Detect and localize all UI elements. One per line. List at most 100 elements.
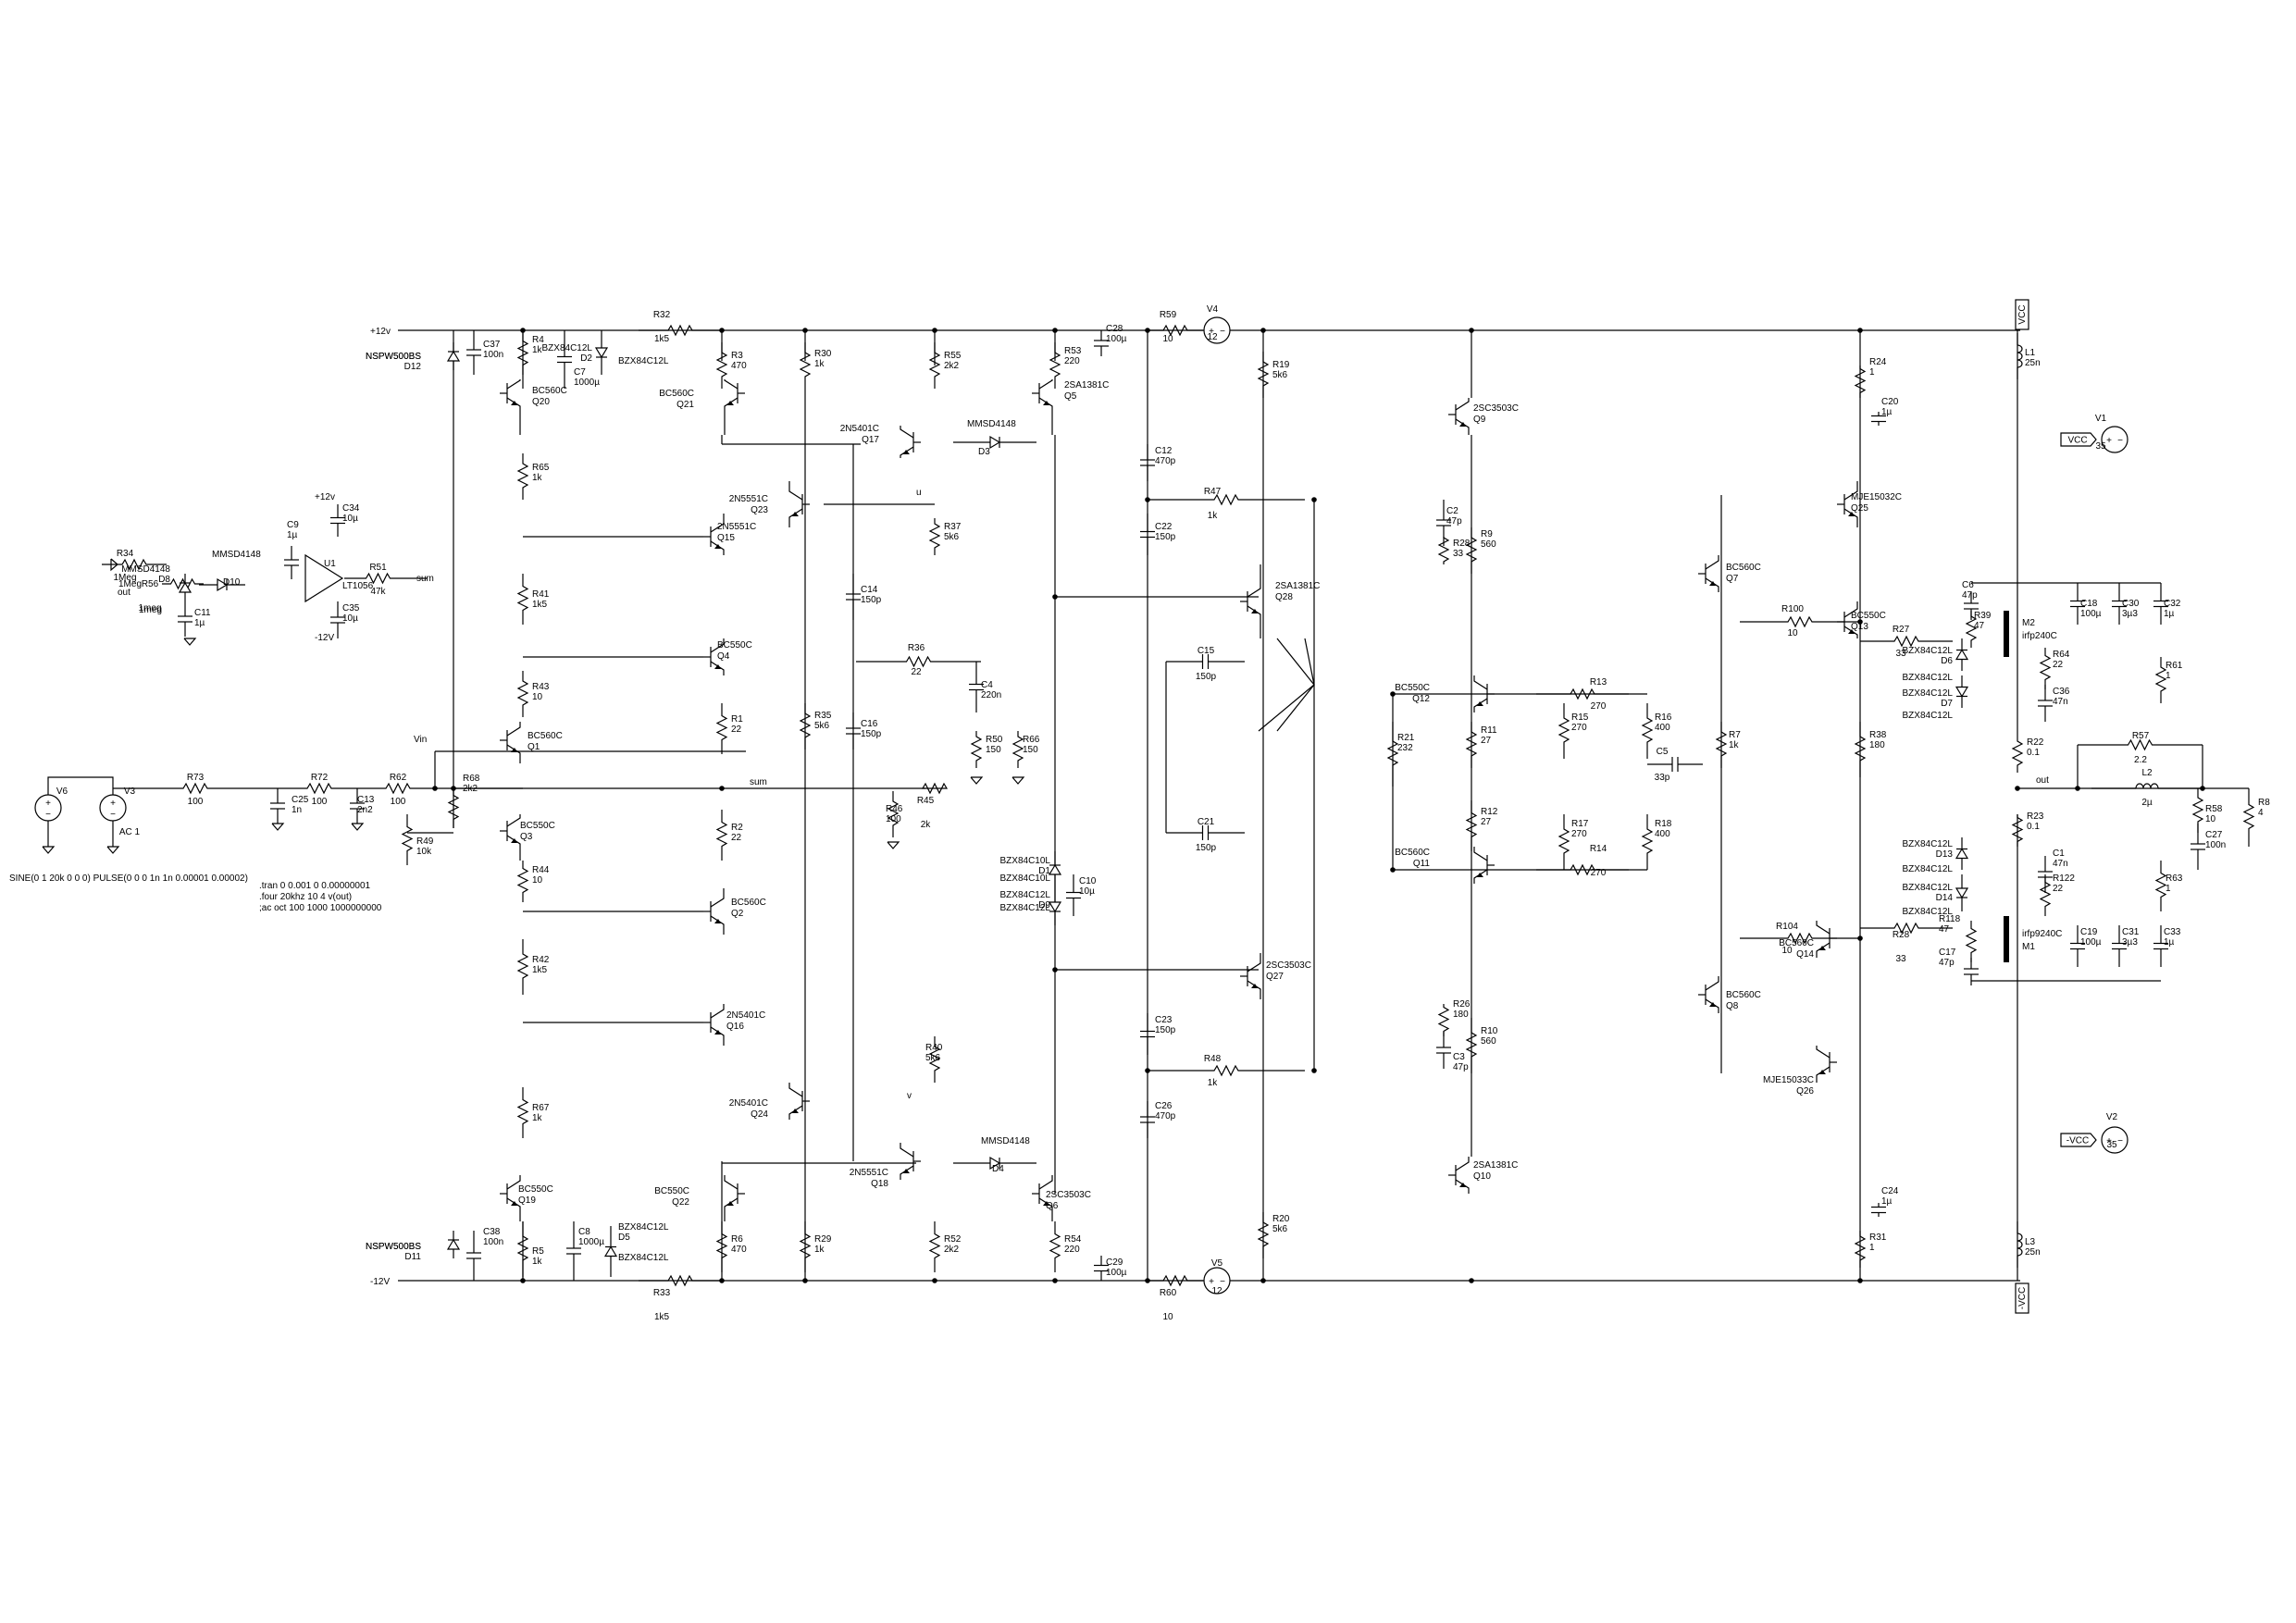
ground-symbol <box>106 846 120 854</box>
transistor-ref: Q3 <box>520 832 533 842</box>
resistor-r49 <box>401 814 414 865</box>
resistor-body <box>639 324 722 337</box>
resistor-value: 470 <box>731 1245 747 1255</box>
resistor-r7 <box>1715 722 1728 768</box>
resistor-value: 270 <box>1571 723 1587 733</box>
resistor-value: 220 <box>1064 1245 1080 1255</box>
resistor-body <box>516 453 529 500</box>
transistor-ref: Q4 <box>717 651 730 662</box>
capacitor-ref: C14 <box>861 585 878 595</box>
transistor-emitter <box>1455 1179 1470 1194</box>
transistor-q16 <box>703 1004 725 1046</box>
junction-dot <box>2075 786 2080 791</box>
resistor-ref: R57 <box>2132 731 2150 741</box>
rail-flag <box>2015 1282 2029 1314</box>
inductor-value: 25n <box>2025 358 2041 368</box>
transistor-model: 2N5551C <box>729 494 768 504</box>
resistor-r43 <box>516 671 529 717</box>
resistor-r19 <box>1257 352 1270 398</box>
resistor-value: 1meg <box>138 603 161 613</box>
transistor-emitter <box>1455 418 1470 435</box>
capacitor-c21 <box>1201 825 1210 840</box>
transistor-emitter <box>1843 508 1858 527</box>
resistor-ref: R68 <box>463 774 480 784</box>
resistor-ref: R38 <box>1869 730 1887 740</box>
resistor-value: 1k5 <box>654 1312 670 1322</box>
mosfet-model: irfp240C <box>2022 631 2057 641</box>
resistor-value: 1k <box>814 1245 825 1255</box>
capacitor-c17 <box>1964 968 1979 975</box>
transistor-collector <box>1473 675 1488 690</box>
resistor-body <box>715 703 728 754</box>
resistor-body <box>1740 615 1860 628</box>
transistor-arrow <box>1477 701 1483 706</box>
transistor-ref: Q9 <box>1473 415 1486 425</box>
resistor-body <box>278 782 361 795</box>
resistor-value: 0.1 <box>2027 748 2040 758</box>
transistor-ref: Q23 <box>751 505 768 515</box>
capacitor-value: 47n <box>2053 859 2068 869</box>
transistor-model: BC560C <box>532 386 567 396</box>
transistor-ref: Q12 <box>1412 694 1430 704</box>
junction-dot <box>2200 786 2205 791</box>
resistor-value: 10 <box>532 692 543 702</box>
junction-dot <box>1260 1278 1266 1283</box>
transistor-q21 <box>724 379 745 435</box>
source-ref: V5 <box>1211 1258 1223 1269</box>
diode-model: BZX84C12L <box>618 1253 669 1263</box>
transistor-emitter <box>788 508 803 527</box>
transistor-q11 <box>1473 847 1495 884</box>
resistor-ref: R28 <box>1893 930 1910 940</box>
source-v2 <box>2101 1126 2128 1154</box>
rail-vcc: VCC <box>2015 299 2029 330</box>
diode-ref: D3 <box>978 447 990 457</box>
wires <box>47 328 2249 1283</box>
resistor-ref: R5 <box>532 1246 544 1257</box>
resistor-body <box>1011 731 1024 768</box>
transistor-arrow <box>511 401 517 405</box>
capacitor-c24 <box>1871 1206 1886 1214</box>
resistor-body <box>2011 736 2024 773</box>
junction-dot <box>719 786 725 791</box>
transistor-collector <box>1247 564 1261 598</box>
junction-dot <box>520 1278 526 1283</box>
rail-text: VCC <box>2017 304 2028 324</box>
capacitor-value: 47n <box>2053 697 2068 707</box>
diode-model: BZX84C12L <box>542 343 593 353</box>
diode-ref: D9 <box>1038 900 1050 911</box>
transistor-model: 2SA1381C <box>1473 1160 1518 1171</box>
transistor-arrow <box>1459 1183 1466 1187</box>
junction-dot <box>1390 691 1396 697</box>
transistor-ref: Q21 <box>676 400 694 410</box>
resistor-body <box>1965 611 1978 648</box>
resistor-body <box>516 861 529 902</box>
source-value: 35 <box>2106 1140 2117 1150</box>
transistor-model: 2SA1381C <box>1064 380 1109 390</box>
transistor-emitter <box>710 661 725 675</box>
resistor-body <box>2191 788 2204 833</box>
capacitor-ref: C25 <box>292 795 309 805</box>
capacitor-value: 1000µ <box>574 378 600 388</box>
resistor-ref: R51 <box>369 563 387 573</box>
resistor-r35 <box>799 703 812 750</box>
capacitor-c20 <box>1871 415 1886 423</box>
resistor-r72 <box>278 782 361 795</box>
transistor-q8 <box>1698 976 1719 1013</box>
resistor-r18 <box>1641 814 1654 870</box>
resistor-r46 <box>887 791 900 837</box>
resistor-ref: R27 <box>1893 625 1910 635</box>
capacitor-c32 <box>2153 600 2168 608</box>
resistor-value: 1k <box>532 345 543 355</box>
diode-model: BZX84C12L <box>1903 688 1954 699</box>
resistor-ref: R2 <box>731 823 743 833</box>
diode-ref: D11 <box>404 1252 421 1262</box>
transistor-model: 2N5551C <box>717 522 756 532</box>
inductor-coil <box>2017 1247 2023 1257</box>
resistor-r104 <box>1740 932 1860 945</box>
diode-d14 <box>1955 887 1969 899</box>
diode-model: BZX84C12L <box>1000 890 1051 900</box>
transistor-emitter <box>1816 1066 1831 1083</box>
capacitor-ref: C24 <box>1881 1186 1899 1196</box>
resistor-r67 <box>516 1087 529 1138</box>
transistor-model: 2N5401C <box>726 1010 765 1021</box>
